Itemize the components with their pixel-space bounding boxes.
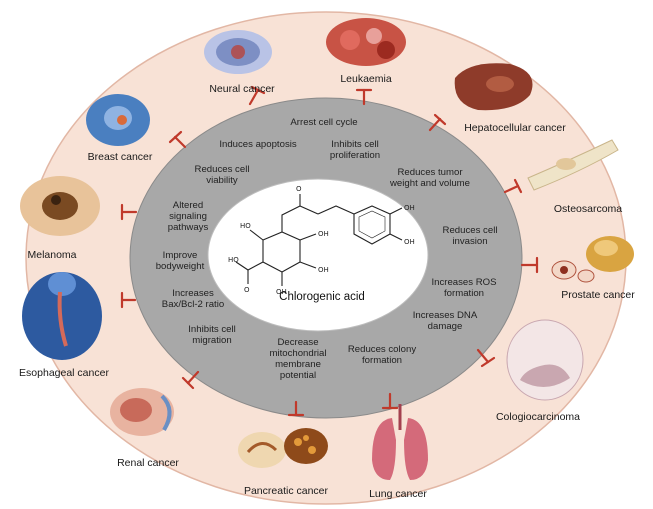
- effect-line: damage: [428, 321, 463, 332]
- svg-text:HO: HO: [228, 256, 239, 264]
- inhibitor-prostate-cancer: [520, 256, 539, 274]
- cancer-label-esophageal-cancer: Esophageal cancer: [19, 367, 109, 379]
- inhibitor-pancreatic-cancer: [287, 400, 305, 417]
- effect-line: Improve: [163, 250, 198, 261]
- esophageal-cancer-illustration: [22, 272, 102, 360]
- inner-disc: [207, 178, 429, 332]
- effect-line: Arrest cell cycle: [290, 117, 357, 128]
- effect-line: Increases DNA: [413, 310, 478, 321]
- effect-line: pathways: [168, 222, 209, 233]
- renal-cancer-illustration: [110, 388, 174, 436]
- structure-atom-labels: O OH OH OH OH OH HO O HO: [228, 185, 415, 296]
- breast-cancer-illustration: [86, 94, 150, 146]
- effect-line: invasion: [452, 236, 487, 247]
- inhibitor-renal-cancer: [181, 370, 200, 390]
- inhibitor-leukaemia: [355, 88, 373, 106]
- cologiocarcinoma-illustration: [506, 319, 584, 401]
- effect-line: Altered: [173, 200, 203, 211]
- cancer-label-lung-cancer: Lung cancer: [369, 488, 427, 500]
- chlorogenic-acid-structure: [235, 194, 403, 286]
- center-compound-label: Chlorogenic acid: [279, 291, 365, 303]
- svg-text:OH: OH: [276, 288, 287, 296]
- melanoma-illustration: [20, 176, 100, 236]
- effect-line: mitochondrial: [269, 348, 326, 359]
- effect-line: Reduces colony: [348, 344, 416, 355]
- effect-line: Inhibits cell: [188, 324, 235, 335]
- osteosarcoma-illustration: [527, 139, 619, 191]
- inhibitor-neural-cancer: [248, 85, 266, 106]
- svg-text:HO: HO: [240, 222, 251, 230]
- effect-line: Reduces cell: [195, 164, 250, 175]
- svg-text:OH: OH: [404, 238, 415, 246]
- svg-text:OH: OH: [318, 230, 329, 238]
- effect-arrest-cell-cycle: Arrest cell cycle: [290, 117, 357, 128]
- cancer-label-breast-cancer: Breast cancer: [88, 151, 153, 163]
- pancreatic-cancer-illustration: [238, 428, 328, 468]
- effect-line: bodyweight: [156, 261, 205, 272]
- neural-cancer-illustration: [204, 30, 272, 74]
- cancer-label-hepatocellular-cancer: Hepatocellular cancer: [464, 122, 566, 134]
- effect-line: proliferation: [330, 150, 380, 161]
- effect-line: weight and volume: [389, 178, 470, 189]
- cancer-label-neural-cancer: Neural cancer: [209, 83, 275, 95]
- svg-text:OH: OH: [404, 204, 415, 212]
- hepatocellular-cancer-illustration: [454, 63, 533, 111]
- cancer-label-prostate-cancer: Prostate cancer: [561, 289, 635, 301]
- effect-line: viability: [206, 175, 238, 186]
- inhibitor-esophageal-cancer: [120, 291, 137, 309]
- effect-line: signaling: [169, 211, 207, 222]
- lung-cancer-illustration: [372, 404, 428, 480]
- inhibition-markers: [120, 85, 539, 417]
- effect-line: Inhibits cell: [331, 139, 378, 150]
- inhibitor-osteosarcoma: [503, 178, 523, 194]
- inhibitor-hepatocellular-cancer: [428, 113, 447, 132]
- effect-line: Increases ROS: [431, 277, 496, 288]
- inhibitor-melanoma: [120, 203, 138, 221]
- effect-line: migration: [192, 335, 231, 346]
- effect-induces-apoptosis: Induces apoptosis: [219, 139, 297, 150]
- cancer-label-cologiocarcinoma: Cologiocarcinoma: [496, 411, 580, 423]
- effect-line: potential: [280, 370, 316, 381]
- inhibitor-cologiocarcinoma: [476, 348, 496, 368]
- svg-text:O: O: [244, 286, 250, 294]
- cancer-label-melanoma: Melanoma: [27, 249, 76, 261]
- effect-line: membrane: [275, 359, 321, 370]
- svg-text:O: O: [296, 185, 302, 193]
- cancer-label-pancreatic-cancer: Pancreatic cancer: [244, 485, 329, 497]
- effect-line: formation: [362, 355, 402, 366]
- inhibitor-lung-cancer: [381, 392, 399, 410]
- svg-text:OH: OH: [318, 266, 329, 274]
- effect-line: formation: [444, 288, 484, 299]
- cancer-label-osteosarcoma: Osteosarcoma: [554, 203, 622, 215]
- effect-line: Reduces tumor: [397, 167, 463, 178]
- cancer-label-leukaemia: Leukaemia: [340, 73, 392, 85]
- prostate-cancer-illustration: [551, 236, 634, 283]
- effect-line: Bax/Bcl-2 ratio: [162, 299, 224, 310]
- inhibitor-breast-cancer: [168, 130, 187, 149]
- effect-line: Decrease: [277, 337, 318, 348]
- effect-line: Induces apoptosis: [219, 139, 297, 150]
- effect-line: Reduces cell: [443, 225, 498, 236]
- leukaemia-illustration: [326, 18, 406, 66]
- effect-line: Increases: [172, 288, 214, 299]
- cancer-label-renal-cancer: Renal cancer: [117, 457, 179, 469]
